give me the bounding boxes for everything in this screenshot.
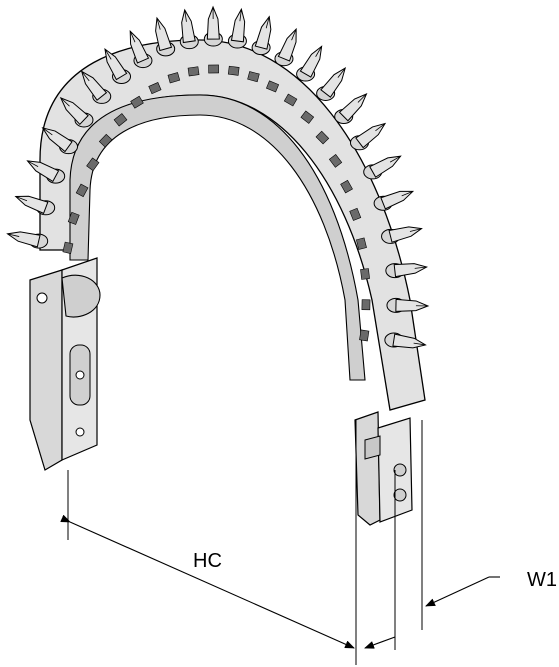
left-mounting-bracket (29, 257, 101, 471)
arch-slot (328, 154, 343, 168)
cutting-tooth (104, 47, 132, 85)
arch-slot (300, 110, 315, 124)
cutting-tooth (155, 16, 176, 57)
arch-slot (360, 268, 370, 280)
arch-slot (265, 80, 280, 93)
arch-slot (67, 211, 80, 225)
w1-dimension: W1 (364, 420, 557, 650)
cutting-tooth (251, 15, 272, 56)
w1-label: W1 (527, 569, 557, 591)
cutting-tooth (80, 70, 112, 104)
cutting-tooth (349, 122, 387, 151)
arch-slot (113, 113, 128, 127)
arch-slot (227, 65, 240, 76)
cutting-tooth (129, 29, 153, 69)
arch-slot (187, 66, 200, 77)
arch-slot (148, 82, 162, 95)
arch-slot (340, 179, 353, 194)
arch-slot (130, 95, 144, 109)
cutting-tooth (14, 195, 56, 216)
cutting-tooth (41, 127, 79, 155)
arch-slot (208, 64, 219, 74)
cutting-tooth (274, 27, 297, 67)
hc-label: HC (193, 550, 222, 572)
arch-slot (355, 237, 367, 250)
cutting-tooth (373, 190, 415, 211)
arch-slot (349, 207, 362, 221)
cutting-tooth (227, 7, 247, 49)
cutting-tooth (384, 332, 427, 349)
hc-dimension: HC (60, 420, 357, 665)
cutting-teeth (6, 5, 430, 349)
arch-slot (98, 133, 113, 148)
cutting-tooth (6, 231, 49, 249)
arch-slot (361, 299, 371, 311)
cutting-tooth (386, 297, 430, 313)
cutting-tooth (363, 155, 402, 180)
arch-slot (283, 93, 298, 107)
arch-slot (247, 71, 260, 83)
arch-slot (62, 241, 74, 254)
cutting-tooth (316, 67, 347, 101)
arch-slot (359, 329, 370, 342)
arch-slot (86, 157, 100, 172)
cutting-tooth (385, 263, 428, 279)
cutting-tooth (296, 45, 323, 82)
cutting-tooth (59, 96, 94, 128)
cutting-tooth (334, 93, 368, 124)
arch-slots (62, 64, 371, 342)
arch-slot (75, 183, 89, 198)
right-mounting-bracket (354, 411, 413, 526)
cutting-tooth (381, 226, 423, 244)
arch-slot (167, 72, 181, 84)
arch-slot (315, 130, 330, 145)
cutting-tooth (203, 5, 223, 47)
cutting-tooth (179, 8, 199, 50)
cutting-tooth (26, 160, 66, 184)
inner-arch-band (69, 94, 366, 381)
